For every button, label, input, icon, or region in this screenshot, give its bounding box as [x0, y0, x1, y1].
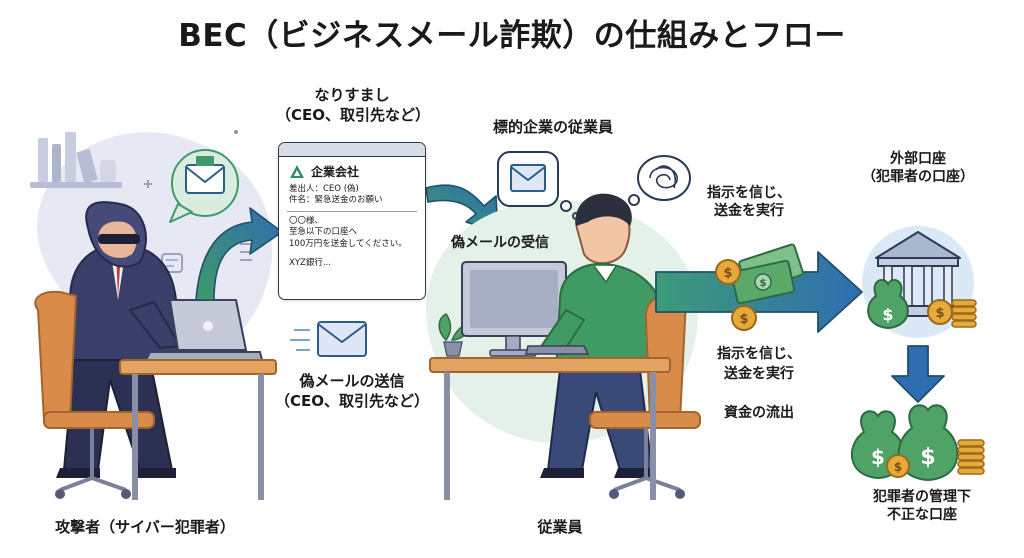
svg-text:$: $: [871, 445, 885, 469]
criminal-account-label: 犯罪者の管理下 不正な口座: [852, 488, 992, 524]
received-mail-bubble-icon: [497, 151, 580, 220]
email-bank: XYZ銀行...: [289, 258, 331, 269]
trust-transfer-mid-label: 指示を信じ、 送金を実行: [704, 344, 814, 385]
criminal-account-line-1: 犯罪者の管理下: [873, 489, 971, 505]
employee-desk: [429, 357, 671, 500]
spoof-label: なりすまし （CEO、取引先など）: [276, 86, 431, 125]
svg-text:$: $: [760, 278, 767, 289]
fake-email-card: 企業会社 差出人：CEO (偽) 件名：緊急送金のお願い 〇〇様、 至急以下の口…: [278, 142, 426, 300]
email-body-line-3: 100万円を送金してください。: [289, 238, 407, 249]
bank-money-bag-icon: $: [867, 279, 909, 330]
attacker-desk: [119, 359, 277, 500]
trust-transfer-top-label: 指示を信じ、 送金を実行: [694, 184, 804, 220]
bookshelf-icon: [30, 132, 122, 188]
svg-text:$: $: [894, 460, 902, 474]
trust-transfer-top-line-2: 送金を実行: [714, 203, 784, 220]
attacker-label: 攻撃者（サイバー犯罪者）: [55, 518, 235, 536]
fund-outflow-label: 資金の流出: [724, 405, 794, 421]
confused-thought-bubble-icon: [620, 155, 691, 214]
fake-mail-send-label: 偽メールの送信 （CEO、取引先など）: [272, 372, 432, 411]
svg-text:$: $: [882, 305, 893, 324]
external-account-line-1: 外部口座: [890, 151, 946, 167]
svg-text:$: $: [935, 306, 944, 321]
sparkle-icons: [144, 130, 252, 273]
email-company-row: 企業会社: [279, 157, 425, 184]
attacker-chair: [34, 290, 155, 499]
external-account-label: 外部口座 （犯罪者の口座）: [848, 150, 988, 186]
email-divider: [287, 210, 417, 212]
employee-label: 従業員: [537, 518, 583, 536]
bank-coin-stack-icon: $: [927, 299, 977, 328]
email-window-titlebar: [279, 143, 425, 157]
criminal-account-line-2: 不正な口座: [887, 507, 957, 524]
criminal-money-bags-icon: $ $ $: [850, 404, 985, 482]
monitor-icon: [461, 261, 567, 357]
spoof-label-line-1: なりすまし: [314, 86, 390, 104]
svg-text:$: $: [739, 312, 748, 327]
svg-text:$: $: [920, 445, 935, 470]
spoof-label-line-2: （CEO、取引先など）: [276, 105, 431, 124]
svg-text:$: $: [723, 266, 732, 281]
email-body-line-1: 〇〇様、: [289, 215, 324, 226]
target-employee-label: 標的企業の従業員: [492, 118, 613, 136]
sent-mail-icon: [290, 321, 367, 357]
fake-mail-receive-label: 偽メールの受信: [451, 235, 549, 251]
down-arrow: [891, 345, 945, 403]
company-logo-icon: [290, 164, 304, 178]
email-subject: 件名：緊急送金のお願い: [289, 195, 383, 206]
trust-transfer-mid-line-2: 送金を実行: [724, 366, 794, 383]
banknotes-icon: $: [730, 243, 804, 305]
coin-icons: $ $: [715, 259, 757, 331]
email-body-line-2: 至急以下の口座へ: [289, 227, 358, 238]
email-company-name: 企業会社: [311, 165, 360, 179]
page-title: BEC（ビジネスメール詐欺）の仕組みとフロー: [178, 18, 846, 54]
email-sender: 差出人：CEO (偽): [289, 184, 359, 194]
attacker-mail-bubble-icon: [169, 149, 239, 223]
employee-figure: [525, 193, 672, 478]
trust-transfer-top-line-1: 指示を信じ、: [707, 185, 791, 201]
fake-mail-send-line-2: （CEO、取引先など）: [274, 391, 429, 410]
external-account-line-2: （犯罪者の口座）: [862, 169, 974, 186]
fake-mail-send-line-1: 偽メールの送信: [299, 372, 405, 390]
trust-transfer-mid-line-1: 指示を信じ、: [717, 346, 801, 362]
